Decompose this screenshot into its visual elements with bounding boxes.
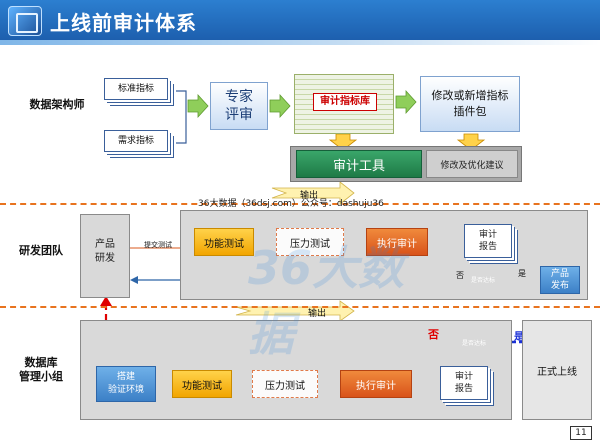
- dev-no-label: 否: [456, 271, 464, 280]
- official-online-box: 正式上线: [522, 320, 592, 420]
- metric-library-sheet: 审计指标库: [294, 74, 394, 134]
- dba-decision-label: 是否达标: [462, 340, 487, 347]
- dba-func-test: 功能测试: [172, 370, 232, 398]
- submit-test-label: 提交测试: [144, 241, 172, 249]
- dba-setup-env: 搭建 验证环境: [96, 366, 156, 402]
- arrow-library-to-tool: [328, 133, 358, 151]
- audit-tool-box: 审计工具: [296, 150, 422, 178]
- bracket-line: [176, 90, 187, 144]
- arrow-to-library: [269, 93, 291, 119]
- dba-audit-report: 审计 报告: [440, 366, 488, 400]
- separator-1: [0, 203, 600, 205]
- arrow-to-expert: [187, 93, 209, 119]
- dev-decision-label: 是否达标: [471, 277, 496, 284]
- output-label-2: 输出: [308, 309, 327, 319]
- optimize-suggestion-box: 修改及优化建议: [426, 150, 518, 178]
- row-label-architect: 数据架构师: [29, 98, 85, 111]
- dba-exec-audit: 执行审计: [340, 370, 412, 398]
- output-label-1: 输出: [300, 191, 319, 201]
- metric-library-label: 审计指标库: [313, 93, 377, 111]
- doc-demand-metrics: 需求指标: [104, 130, 168, 152]
- dev-exec-audit: 执行审计: [366, 228, 428, 256]
- dev-product-panel: [80, 214, 130, 298]
- page-title: 上线前审计体系: [50, 11, 197, 35]
- header-bar: [0, 0, 600, 40]
- page-number: 11: [570, 426, 592, 440]
- header-strip: [0, 40, 600, 45]
- arrow-to-plugin: [395, 89, 417, 115]
- expert-review-box: 专家 评审: [210, 82, 268, 130]
- dev-audit-report: 审计 报告: [464, 224, 512, 258]
- row-label-dba: 数据库 管理小组: [19, 356, 63, 383]
- dba-yes-label: 是: [514, 332, 524, 343]
- row-label-dev: 研发团队: [19, 244, 63, 257]
- arrow-no-back-head: [130, 276, 138, 284]
- separator-2: [0, 306, 600, 308]
- plugin-pack-box: 修改或新增指标 插件包: [420, 76, 520, 132]
- dev-func-test: 功能测试: [194, 228, 254, 256]
- monitor-logo-icon: [8, 6, 42, 36]
- arrow-plugin-to-optimize: [456, 133, 486, 151]
- watermark-logo: 36大数据: [248, 241, 405, 361]
- dev-yes-label: 是: [518, 269, 526, 278]
- doc-standard-metrics: 标准指标: [104, 78, 168, 100]
- dba-stress-test: 压力测试: [252, 370, 318, 398]
- dba-no-label: 否: [428, 328, 439, 341]
- red-feedback-head: [100, 296, 112, 306]
- product-dev-label: 产品 研发: [95, 239, 115, 264]
- product-release-box: 产品 发布: [540, 266, 580, 294]
- watermark-text: 36大数据（36dsj.com）公众号：dashuju36: [198, 199, 384, 209]
- dev-stress-test: 压力测试: [276, 228, 344, 256]
